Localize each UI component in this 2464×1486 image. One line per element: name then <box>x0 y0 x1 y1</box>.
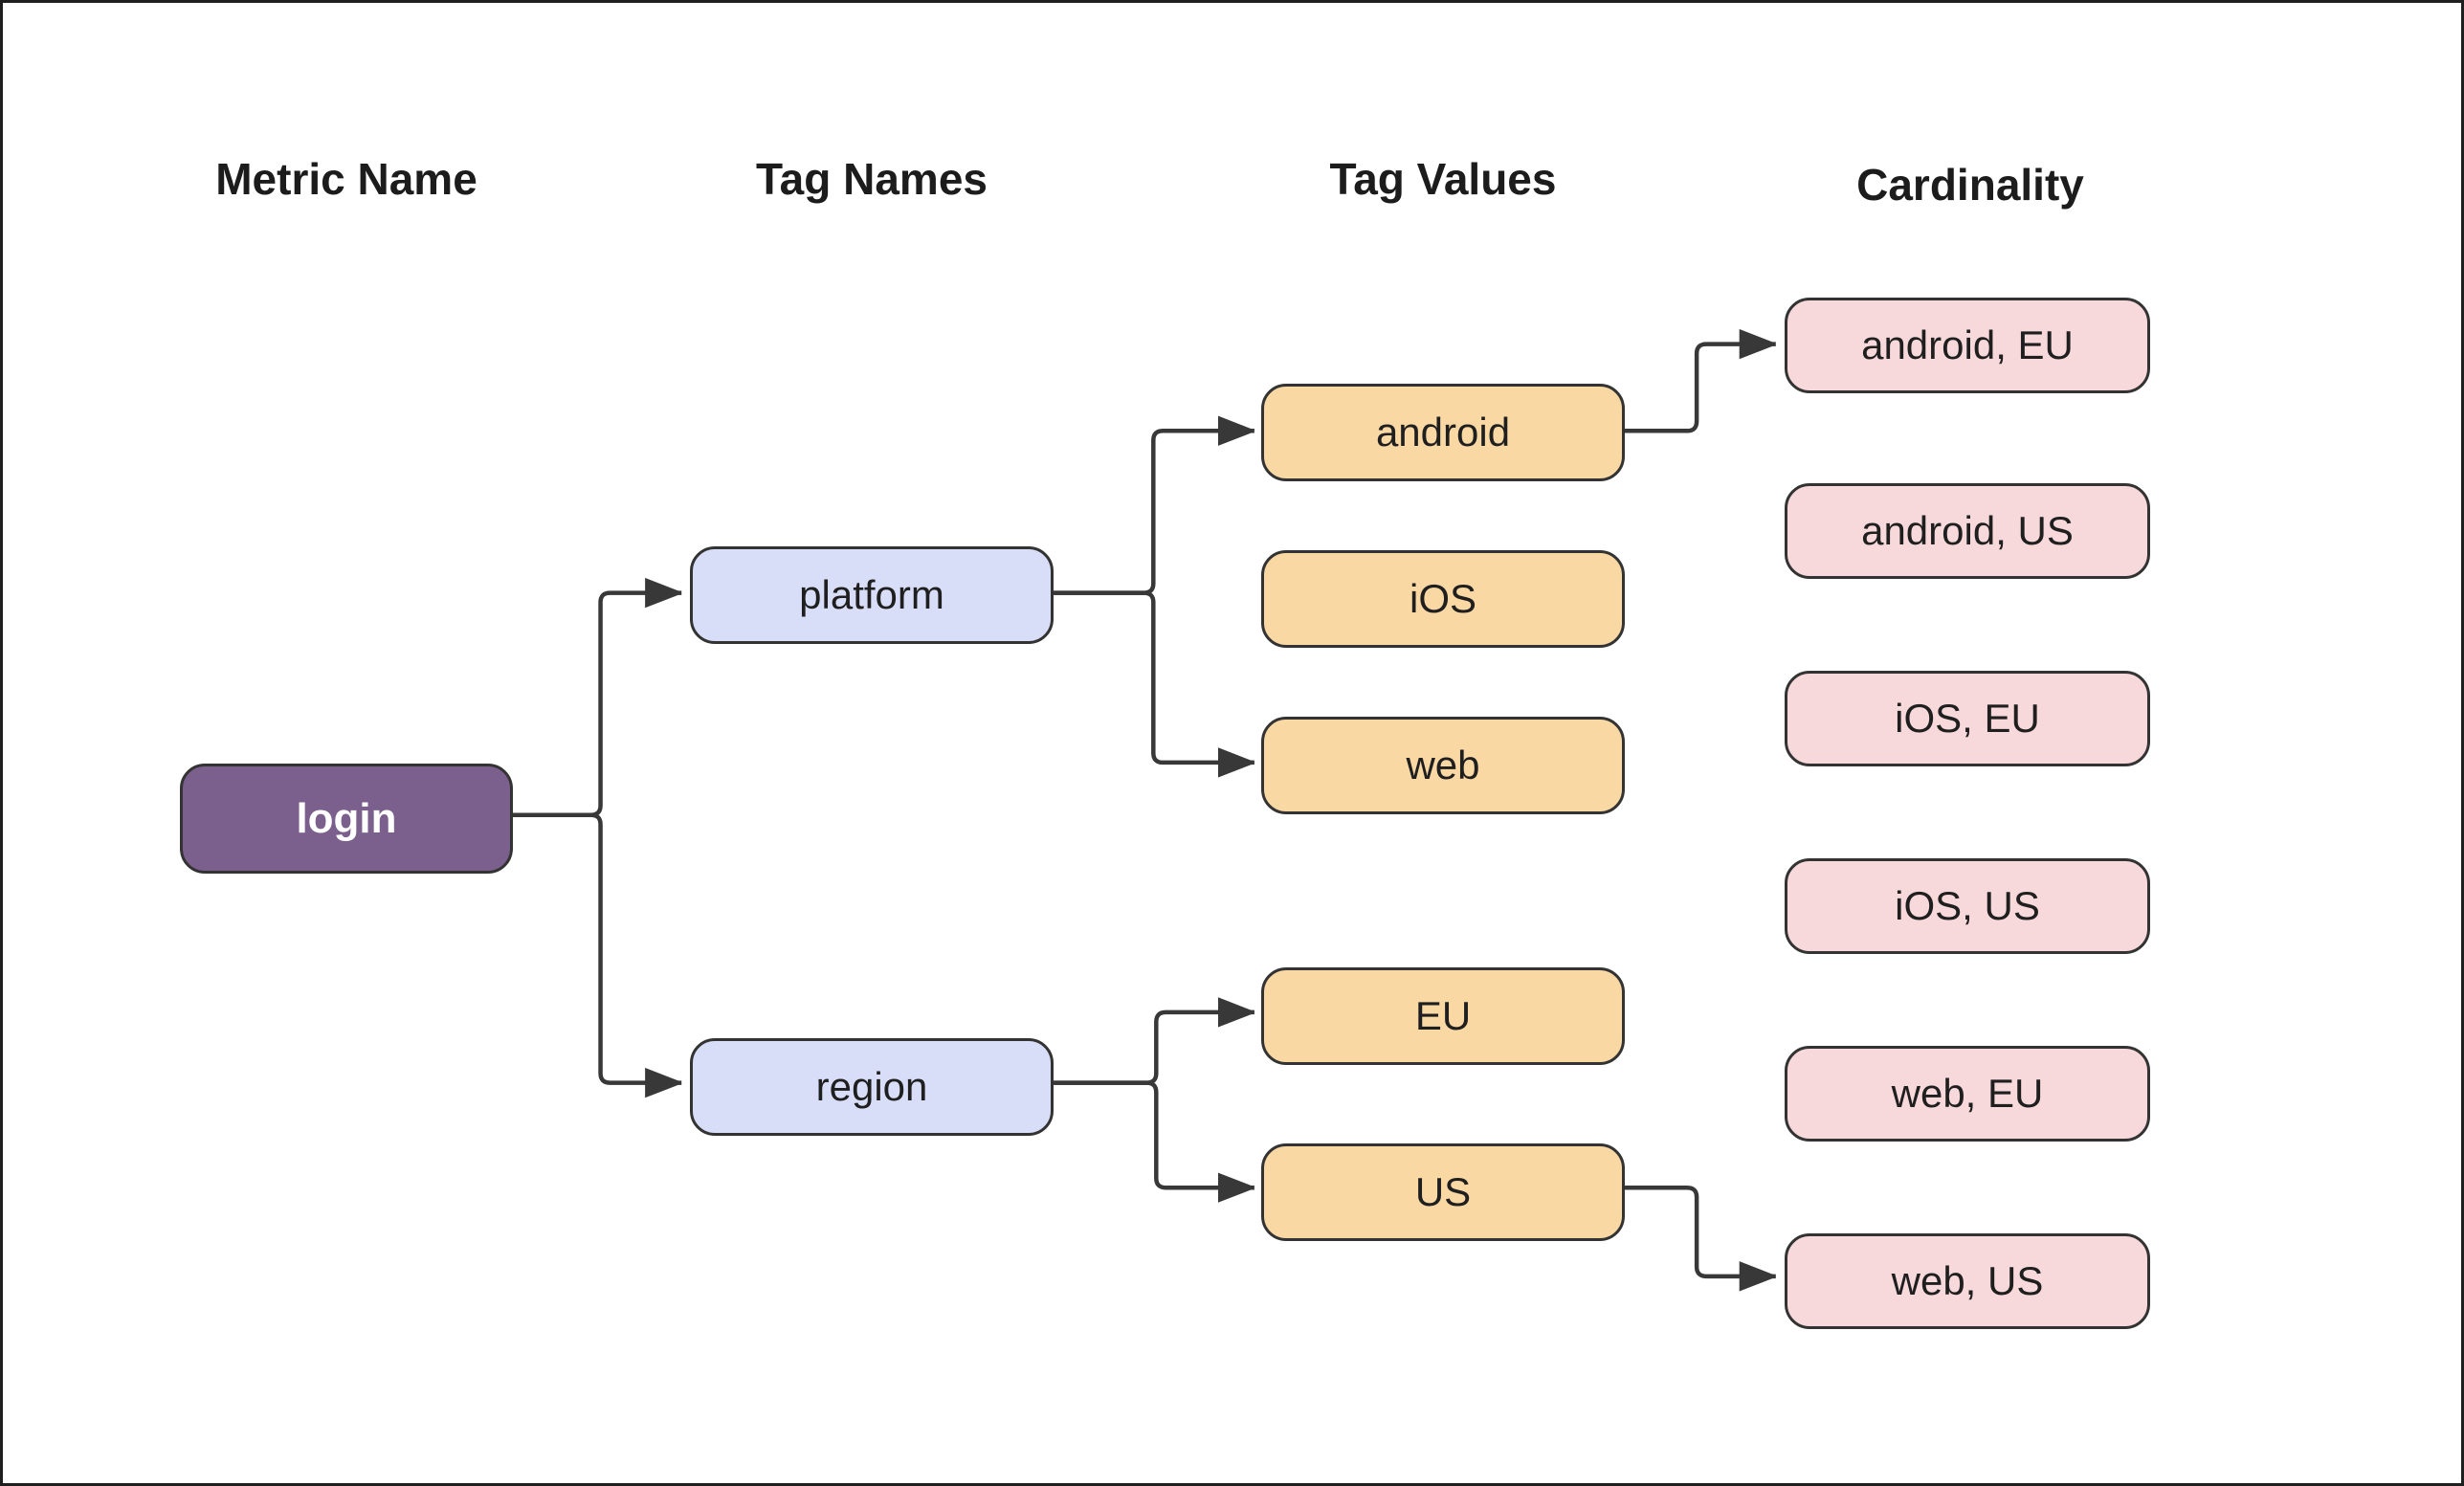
node-web-us: web, US <box>1785 1233 2150 1329</box>
edge-region-to-eu <box>1051 1012 1254 1085</box>
node-platform: platform <box>690 546 1054 644</box>
node-web: web <box>1261 717 1625 814</box>
node-ios-eu: iOS, EU <box>1785 671 2150 766</box>
node-web-eu: web, EU <box>1785 1046 2150 1142</box>
edge-layer <box>512 3 1776 1483</box>
edge-platform-to-android <box>1051 431 1254 595</box>
edge-region-to-us <box>1051 1080 1254 1188</box>
edge-us-to-web-us <box>1620 1185 1776 1276</box>
edge-login-to-platform <box>512 593 682 817</box>
node-android-us: android, US <box>1785 483 2150 579</box>
node-login: login <box>180 764 513 874</box>
node-android-eu: android, EU <box>1785 298 2150 393</box>
column-header-metric-name: Metric Name <box>215 154 477 204</box>
node-ios: iOS <box>1261 550 1625 648</box>
node-eu: EU <box>1261 967 1625 1065</box>
column-header-tag-names: Tag Names <box>755 154 988 204</box>
node-android: android <box>1261 384 1625 481</box>
edge-android-to-android-eu <box>1620 344 1776 433</box>
node-us: US <box>1261 1143 1625 1241</box>
edge-login-to-region <box>512 812 682 1083</box>
column-header-cardinality: Cardinality <box>1856 160 2084 210</box>
edge-platform-to-web <box>1051 590 1254 763</box>
column-header-tag-values: Tag Values <box>1329 154 1557 204</box>
node-ios-us: iOS, US <box>1785 858 2150 954</box>
node-region: region <box>690 1038 1054 1136</box>
